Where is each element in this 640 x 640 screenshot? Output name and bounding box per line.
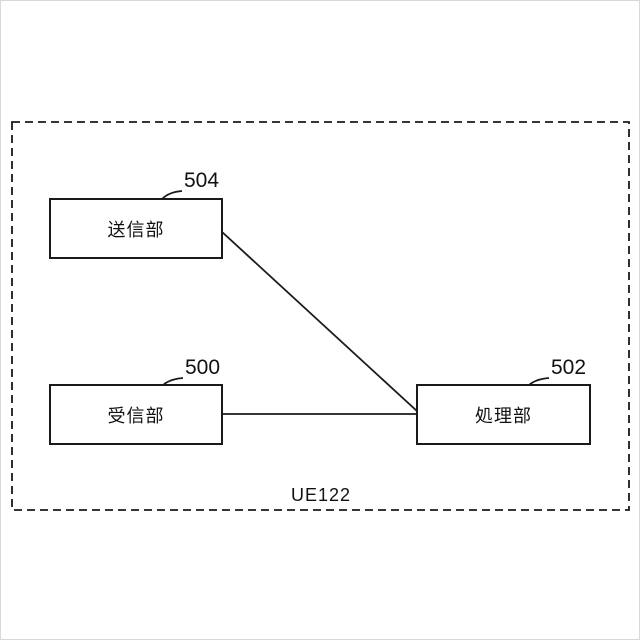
processor-block: 処理部	[416, 384, 591, 445]
ref-number-receiver: 500	[185, 356, 221, 379]
processor-block-label: 処理部	[475, 405, 532, 426]
transmitter-block-label: 送信部	[107, 219, 165, 240]
receiver-block-label: 受信部	[107, 405, 165, 426]
ref-number-transmitter: 504	[184, 169, 220, 192]
connector-transmitter-processor	[220, 230, 419, 413]
ue-dashed-boundary	[11, 121, 630, 511]
ref-number-processor: 502	[551, 356, 587, 379]
receiver-block: 受信部	[49, 384, 223, 445]
transmitter-block: 送信部	[49, 198, 223, 259]
ue-container-label: UE122	[290, 485, 352, 505]
